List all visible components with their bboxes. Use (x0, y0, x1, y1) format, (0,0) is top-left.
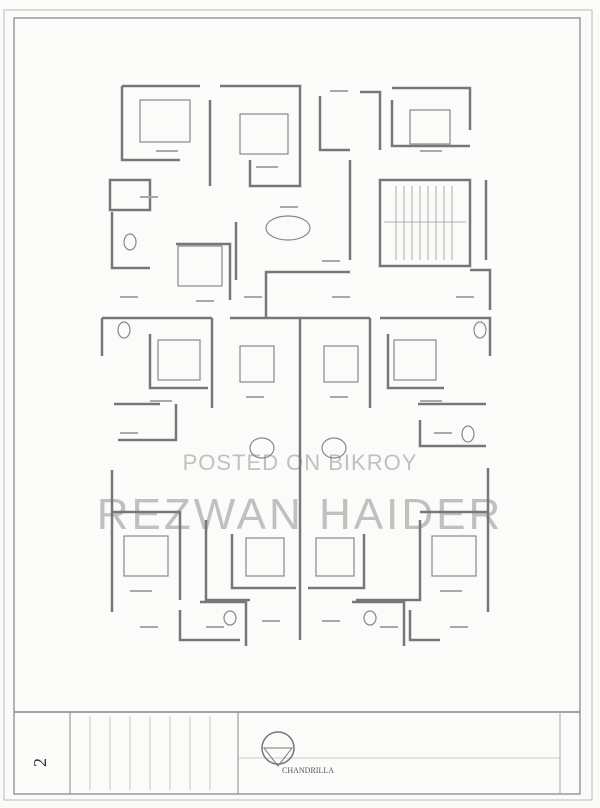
project-title: CHANDRILLA (282, 766, 334, 775)
sheet-number: 2 (30, 758, 50, 767)
